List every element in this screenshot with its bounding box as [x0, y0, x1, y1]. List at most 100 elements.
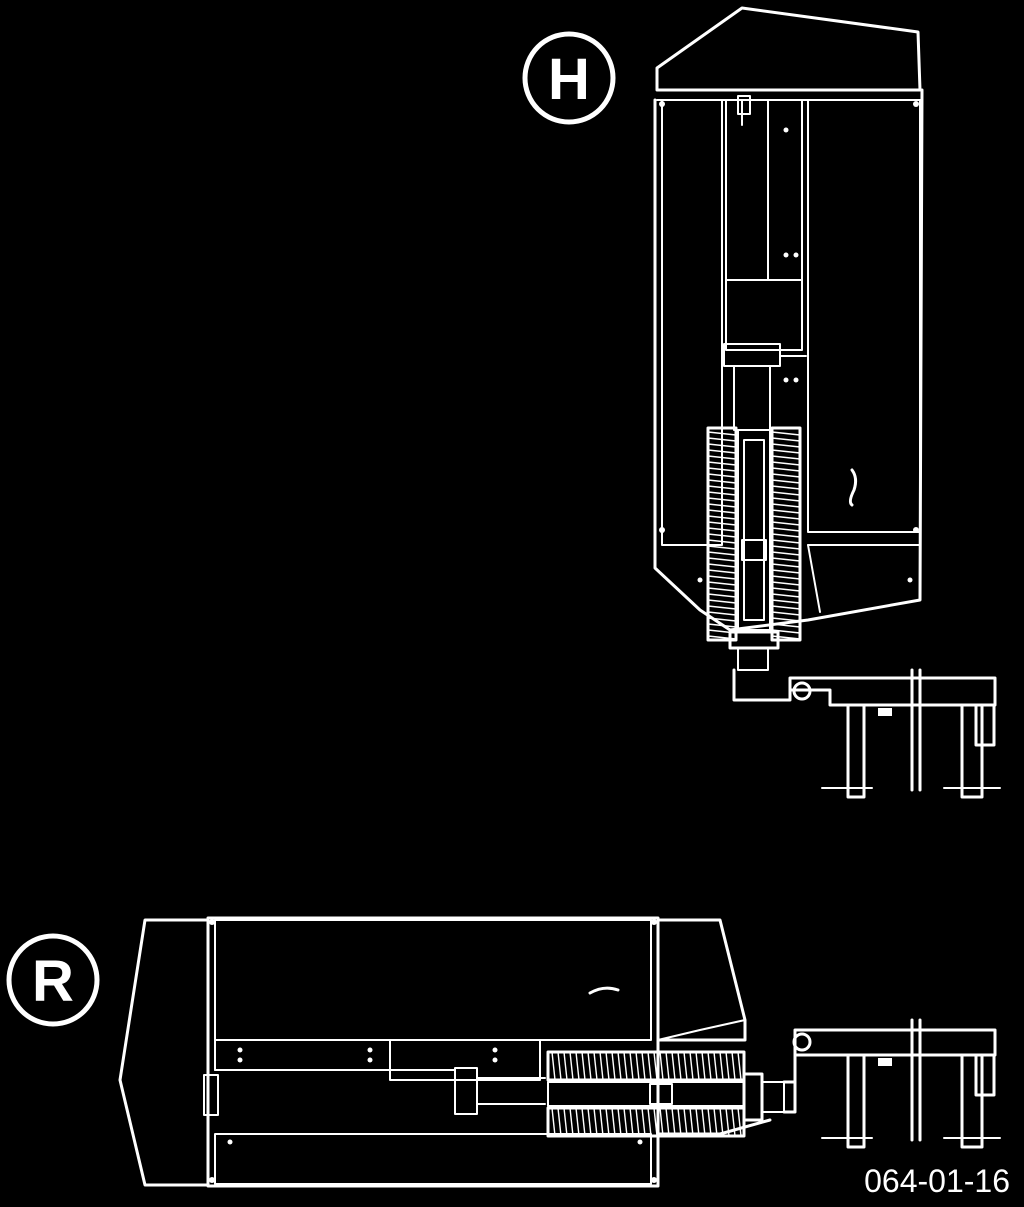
view-h-leg [846, 703, 866, 799]
view-r-leg [846, 1053, 866, 1149]
spring-coil [629, 1107, 634, 1137]
spring-coil [771, 455, 801, 460]
spring-coil [671, 1051, 676, 1081]
view-r-spring-top [546, 1050, 746, 1082]
spring-coil [689, 1107, 694, 1137]
spring-coil [707, 467, 737, 472]
spring-coil [557, 1051, 562, 1081]
view-r-spring-base [742, 1072, 764, 1122]
view-h-badge-circle [522, 31, 616, 125]
spring-coil [593, 1051, 598, 1081]
view-h-spring-right-coils [771, 431, 801, 640]
view-r-lower-panel [214, 1133, 652, 1185]
view-h-linkage [732, 668, 1001, 799]
spring-coil [771, 461, 801, 466]
spring-coil [707, 443, 737, 448]
spring-coil [641, 1051, 646, 1081]
view-r-bolt [492, 1047, 498, 1053]
view-r-link-bar [782, 1028, 997, 1084]
spring-coil [599, 1051, 604, 1081]
spring-coil [635, 1107, 640, 1137]
spring-coil [659, 1051, 664, 1081]
spring-coil [653, 1107, 658, 1137]
spring-coil [569, 1051, 574, 1081]
spring-coil [707, 623, 737, 628]
view-h-crossbar [723, 343, 781, 367]
view-r-crossbar [454, 1067, 478, 1115]
spring-coil [611, 1051, 616, 1081]
view-r-spring-bottom-coils [551, 1107, 742, 1137]
spring-coil [713, 1051, 718, 1081]
spring-coil [701, 1107, 706, 1137]
view-h-link-lower [788, 688, 977, 707]
view-r-bolt [367, 1047, 373, 1053]
spring-coil [707, 533, 737, 538]
spring-coil [725, 1107, 730, 1137]
spring-coil [771, 623, 801, 628]
view-h-bolt [783, 127, 789, 133]
view-h-pivot [792, 681, 812, 701]
spring-coil [771, 605, 801, 610]
spring-coil [707, 461, 737, 466]
view-h-clevis [737, 647, 769, 671]
spring-coil [617, 1107, 622, 1137]
view-h-bolt [659, 101, 665, 107]
spring-coil [659, 1107, 664, 1137]
spring-coil [771, 527, 801, 532]
spring-coil [665, 1107, 670, 1137]
spring-coil [707, 557, 737, 562]
view-h-housing [653, 6, 924, 632]
spring-coil [707, 1107, 712, 1137]
spring-coil [731, 1107, 736, 1137]
spring-coil [671, 1107, 676, 1137]
spring-coil [771, 575, 801, 580]
spring-coil [557, 1107, 562, 1137]
view-r-badge-label: R [32, 949, 74, 1014]
spring-coil [623, 1051, 628, 1081]
view-r-right-brace [657, 1019, 746, 1041]
spring-coil [731, 1051, 736, 1081]
spring-coil [707, 527, 737, 532]
spring-coil [575, 1107, 580, 1137]
spring-coil [569, 1107, 574, 1137]
view-h-right-panel [807, 99, 921, 533]
view-r-leg [960, 1053, 984, 1149]
view-h-bolt [913, 527, 919, 533]
spring-coil [771, 521, 801, 526]
spring-coil [551, 1107, 556, 1137]
spring-coil [665, 1051, 670, 1081]
spring-coil [683, 1107, 688, 1137]
view-h-piston [743, 439, 765, 621]
spring-coil [707, 569, 737, 574]
view-h-body-outline [653, 88, 924, 632]
spring-coil [707, 503, 737, 508]
spring-coil [771, 443, 801, 448]
view-h-bolt [697, 577, 703, 583]
spring-coil [707, 515, 737, 520]
spring-coil [677, 1051, 682, 1081]
spring-coil [719, 1107, 724, 1137]
spring-coil [587, 1107, 592, 1137]
view-h-top-cap [655, 6, 922, 92]
spring-coil [707, 455, 737, 460]
spring-coil [677, 1107, 682, 1137]
spring-coil [771, 569, 801, 574]
spring-coil [771, 491, 801, 496]
view-r-slot [588, 986, 620, 995]
spring-coil [581, 1051, 586, 1081]
spring-coil [623, 1107, 628, 1137]
view-h-hinge [737, 95, 751, 115]
spring-coil [707, 431, 737, 436]
spring-coil [707, 509, 737, 514]
spring-coil [771, 479, 801, 484]
view-h-drawing: H [522, 6, 1001, 799]
spring-coil [599, 1107, 604, 1137]
spring-coil [647, 1051, 652, 1081]
spring-coil [605, 1107, 610, 1137]
spring-coil [771, 467, 801, 472]
view-r-bolt [651, 919, 657, 925]
spring-coil [653, 1051, 658, 1081]
spring-coil [707, 587, 737, 592]
view-r-bottom-brace [656, 1118, 772, 1136]
spring-coil [611, 1107, 616, 1137]
